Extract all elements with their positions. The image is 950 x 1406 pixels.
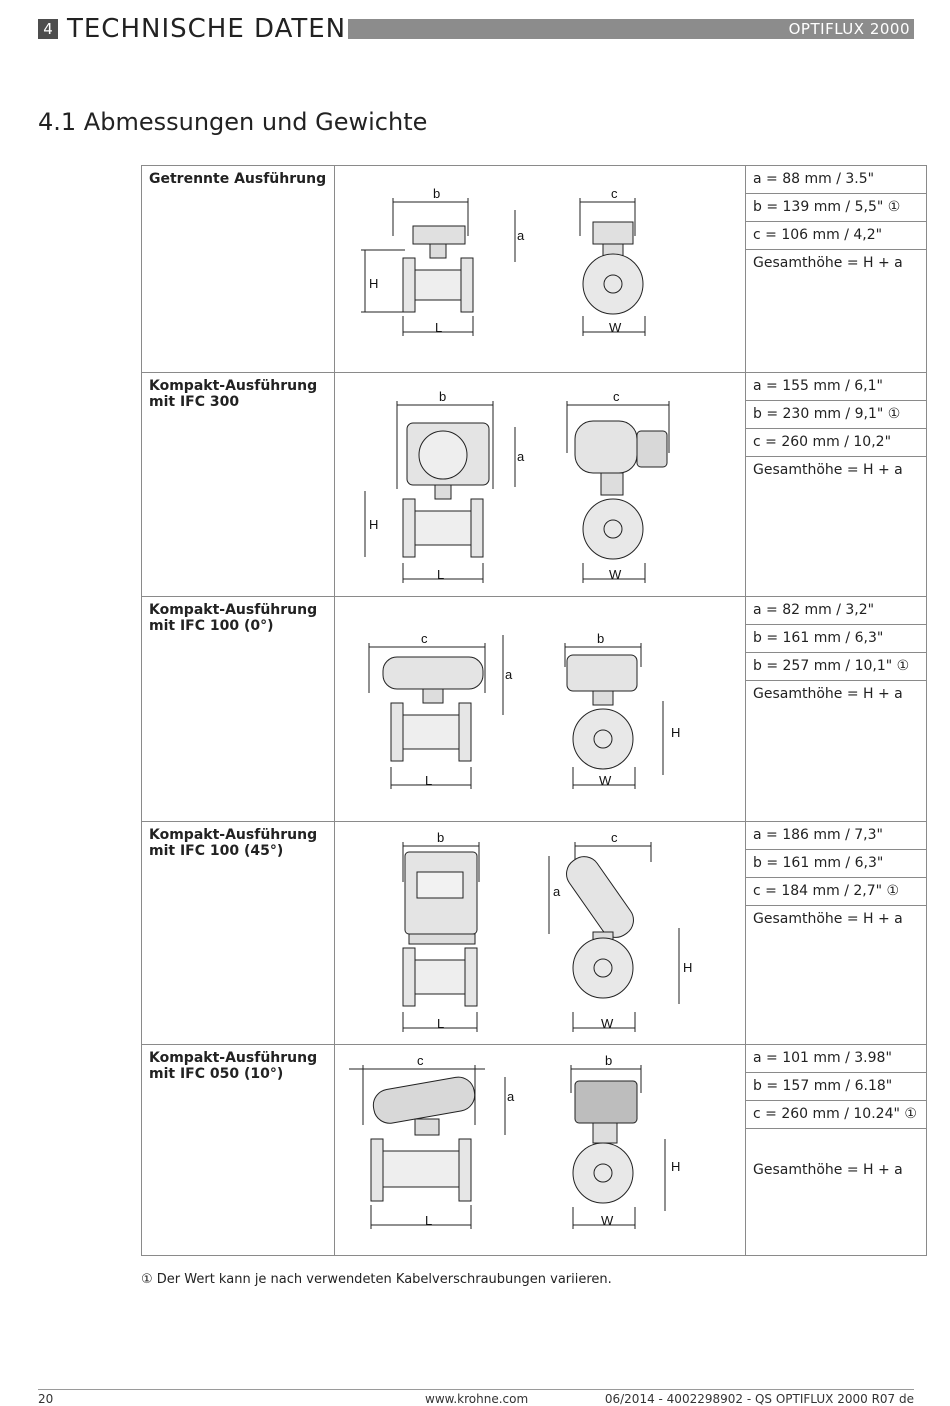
fig-label: L bbox=[437, 567, 444, 582]
value: Gesamthöhe = H + a bbox=[753, 686, 903, 702]
value: a = 186 mm / 7,3" bbox=[746, 822, 926, 850]
row-label: Kompakt-Ausführung mit IFC 100 (0°) bbox=[141, 596, 335, 822]
dimension-drawing: c a L b H W bbox=[334, 1044, 746, 1256]
table-row: Kompakt-Ausführung mit IFC 100 (45°) bbox=[141, 821, 927, 1045]
fig-label: W bbox=[609, 567, 622, 582]
dimension-drawing: b a H L c W bbox=[334, 165, 746, 373]
dimension-drawing: b L c a H W bbox=[334, 821, 746, 1045]
row-label-line1: Getrennte Ausführung bbox=[149, 171, 327, 187]
drawing-ifc100-45: b L c a H W bbox=[402, 830, 692, 1032]
drawing-separate-version: b a H L c W bbox=[361, 186, 646, 336]
footer-url: www.krohne.com bbox=[425, 1392, 529, 1406]
chapter-number: 4 bbox=[38, 19, 58, 39]
dimension-drawing: b a H L c W bbox=[334, 372, 746, 597]
row-label-line2: mit IFC 100 (0°) bbox=[149, 618, 274, 634]
row-label: Getrennte Ausführung bbox=[141, 165, 335, 373]
value: c = 106 mm / 4,2" bbox=[746, 222, 926, 250]
row-label-line1: Kompakt-Ausführung bbox=[149, 378, 318, 394]
row-label-line2: mit IFC 050 (10°) bbox=[149, 1066, 284, 1082]
fig-label: H bbox=[369, 517, 378, 532]
fig-label: c bbox=[417, 1053, 424, 1068]
dimensions-table: Getrennte Ausführung bbox=[141, 165, 927, 1256]
value: c = 260 mm / 10,2" bbox=[746, 429, 926, 457]
fig-label: a bbox=[517, 228, 525, 243]
drawing-ifc050-10: c a L b H W bbox=[349, 1053, 680, 1229]
footnote: ① Der Wert kann je nach verwendeten Kabe… bbox=[141, 1272, 612, 1287]
value: Gesamthöhe = H + a bbox=[753, 255, 903, 271]
fig-label: L bbox=[425, 773, 432, 788]
product-name: OPTIFLUX 2000 bbox=[788, 20, 910, 38]
value: a = 82 mm / 3,2" bbox=[746, 597, 926, 625]
fig-label: W bbox=[601, 1016, 614, 1031]
fig-label: H bbox=[671, 1159, 680, 1174]
row-label: Kompakt-Ausführung mit IFC 100 (45°) bbox=[141, 821, 335, 1045]
fig-label: c bbox=[613, 389, 620, 404]
footer-divider bbox=[38, 1389, 914, 1390]
fig-label: L bbox=[425, 1213, 432, 1228]
page-number: 20 bbox=[38, 1392, 54, 1406]
fig-label: H bbox=[683, 960, 692, 975]
fig-label: c bbox=[421, 631, 428, 646]
value: a = 155 mm / 6,1" bbox=[746, 373, 926, 401]
dimension-drawing: c a L b H W bbox=[334, 596, 746, 822]
value: Gesamthöhe = H + a bbox=[753, 1162, 903, 1178]
fig-label: a bbox=[553, 884, 561, 899]
fig-label: b bbox=[605, 1053, 612, 1068]
value: c = 260 mm / 10.24" ① bbox=[746, 1101, 926, 1129]
fig-label: H bbox=[671, 725, 680, 740]
fig-label: b bbox=[439, 389, 446, 404]
value: b = 161 mm / 6,3" bbox=[746, 625, 926, 653]
value: Gesamthöhe = H + a bbox=[753, 911, 903, 927]
table-row: Kompakt-Ausführung mit IFC 050 (10°) bbox=[141, 1044, 927, 1256]
table-row: Getrennte Ausführung bbox=[141, 165, 927, 373]
drawing-ifc300: b a H L c W bbox=[364, 389, 670, 583]
fig-label: W bbox=[599, 773, 612, 788]
value: b = 139 mm / 5,5" ① bbox=[746, 194, 926, 222]
row-label-line1: Kompakt-Ausführung bbox=[149, 827, 318, 843]
row-label: Kompakt-Ausführung mit IFC 050 (10°) bbox=[141, 1044, 335, 1256]
row-label-line2: mit IFC 100 (45°) bbox=[149, 843, 284, 859]
footer-doc-id: 06/2014 - 4002298902 - QS OPTIFLUX 2000 … bbox=[604, 1392, 914, 1406]
section-title: 4.1 Abmessungen und Gewichte bbox=[38, 108, 428, 136]
fig-label: W bbox=[609, 320, 622, 335]
value: b = 161 mm / 6,3" bbox=[746, 850, 926, 878]
row-label-line1: Kompakt-Ausführung bbox=[149, 1050, 318, 1066]
values-cell: a = 155 mm / 6,1" b = 230 mm / 9,1" ① c … bbox=[745, 372, 927, 597]
fig-label: a bbox=[517, 449, 525, 464]
value: b = 157 mm / 6.18" bbox=[746, 1073, 926, 1101]
fig-label: a bbox=[505, 667, 513, 682]
value: c = 184 mm / 2,7" ① bbox=[746, 878, 926, 906]
row-label-line1: Kompakt-Ausführung bbox=[149, 602, 318, 618]
value: a = 88 mm / 3.5" bbox=[746, 166, 926, 194]
fig-label: c bbox=[611, 186, 618, 201]
fig-label: H bbox=[369, 276, 378, 291]
values-cell: a = 88 mm / 3.5" b = 139 mm / 5,5" ① c =… bbox=[745, 165, 927, 373]
fig-label: b bbox=[437, 830, 444, 845]
fig-label: b bbox=[433, 186, 440, 201]
fig-label: c bbox=[611, 830, 618, 845]
fig-label: a bbox=[507, 1089, 515, 1104]
header-bar bbox=[348, 19, 914, 39]
values-cell: a = 186 mm / 7,3" b = 161 mm / 6,3" c = … bbox=[745, 821, 927, 1045]
page-header: 4 TECHNISCHE DATEN OPTIFLUX 2000 bbox=[38, 14, 914, 44]
value: b = 257 mm / 10,1" ① bbox=[746, 653, 926, 681]
chapter-title: TECHNISCHE DATEN bbox=[67, 14, 347, 44]
value: a = 101 mm / 3.98" bbox=[746, 1045, 926, 1073]
values-cell: a = 82 mm / 3,2" b = 161 mm / 6,3" b = 2… bbox=[745, 596, 927, 822]
value: b = 230 mm / 9,1" ① bbox=[746, 401, 926, 429]
fig-label: b bbox=[597, 631, 604, 646]
value: Gesamthöhe = H + a bbox=[753, 462, 903, 478]
fig-label: L bbox=[435, 320, 442, 335]
drawing-ifc100-0: c a L b H W bbox=[368, 631, 680, 789]
fig-label: W bbox=[601, 1213, 614, 1228]
row-label-line2: mit IFC 300 bbox=[149, 394, 240, 410]
values-cell: a = 101 mm / 3.98" b = 157 mm / 6.18" c … bbox=[745, 1044, 927, 1256]
table-row: Kompakt-Ausführung mit IFC 300 bbox=[141, 372, 927, 597]
table-row: Kompakt-Ausführung mit IFC 100 (0°) bbox=[141, 596, 927, 822]
row-label: Kompakt-Ausführung mit IFC 300 bbox=[141, 372, 335, 597]
fig-label: L bbox=[437, 1016, 444, 1031]
